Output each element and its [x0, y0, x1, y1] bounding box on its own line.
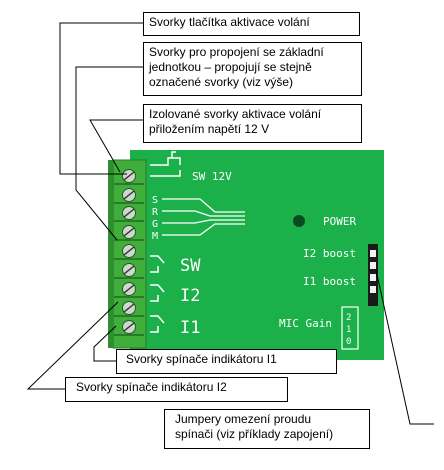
- mic-gain-position-2: 2: [346, 313, 351, 323]
- signal-traces: [162, 198, 245, 236]
- sw12v-label: SW 12V: [192, 170, 232, 183]
- sw-label: SW: [180, 256, 201, 276]
- signal-letter-m: M: [152, 231, 158, 242]
- i2-label: I2: [180, 286, 200, 306]
- terminal-screw: [114, 320, 144, 336]
- i1-label: I1: [180, 318, 200, 338]
- leader-base-unit: [75, 66, 143, 241]
- callout-call-button-terminals: Svorky tlačítka aktivace volání: [143, 12, 360, 36]
- mic-gain-label: MIC Gain: [279, 317, 332, 330]
- signal-letter-r: R: [152, 207, 159, 218]
- i1-boost-label: I1 boost: [303, 275, 356, 288]
- leader-call-button: [59, 22, 143, 175]
- sw12v-switch-symbol: [150, 151, 181, 177]
- i1-switch-symbol: [150, 315, 165, 333]
- terminal-screw: [114, 244, 144, 260]
- leader-lines: [26, 22, 434, 425]
- jumper-header: [368, 244, 378, 306]
- terminal-screw: [114, 225, 144, 241]
- sw-switch-symbol: [150, 255, 165, 273]
- signal-letter-g: G: [152, 219, 158, 230]
- leader-i1: [93, 325, 117, 362]
- leader-jumpers: [375, 269, 434, 425]
- leader-isolated: [89, 119, 143, 173]
- terminal-screw: [114, 188, 144, 204]
- terminal-screw: [114, 206, 144, 222]
- terminal-screw: [114, 169, 144, 185]
- i2-boost-label: I2 boost: [303, 247, 356, 260]
- mic-gain-selector: 2 1 0: [341, 306, 359, 350]
- mic-gain-position-0: 0: [346, 337, 351, 347]
- signal-letter-s: S: [152, 195, 158, 206]
- terminal-screw: [114, 263, 144, 279]
- terminal-screw: [114, 282, 144, 298]
- terminal-screws: [114, 169, 144, 336]
- callout-current-limit-jumpers: Jumpery omezení proudu spínači (viz přík…: [164, 409, 370, 449]
- callout-isolated-terminals: Izolované svorky aktivace volání přilože…: [143, 104, 362, 143]
- callout-indicator-i1-terminals: Svorky spínače indikátoru I1: [116, 349, 337, 374]
- power-label: POWER: [323, 215, 356, 228]
- callout-indicator-i2-terminals: Svorky spínače indikátoru I2: [65, 377, 288, 402]
- leader-i2: [26, 301, 119, 390]
- power-led: [293, 215, 305, 227]
- terminal-screw: [114, 301, 144, 317]
- mic-gain-position-1: 1: [346, 325, 351, 335]
- callout-base-unit-terminals: Svorky pro propojení se základní jednotk…: [143, 42, 362, 96]
- i2-switch-symbol: [150, 284, 165, 302]
- signal-letters: S R G M: [152, 195, 159, 242]
